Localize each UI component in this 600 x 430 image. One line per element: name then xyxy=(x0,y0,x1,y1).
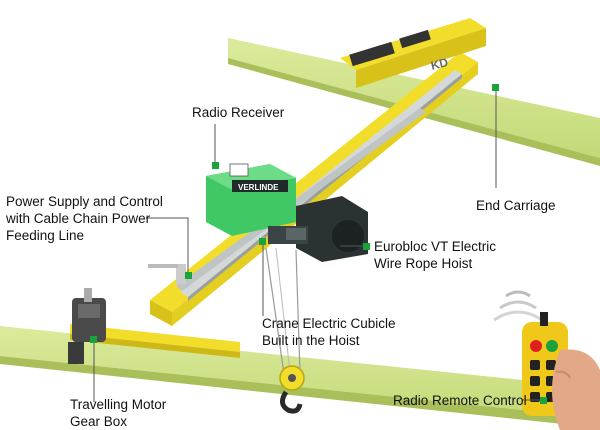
hook-block xyxy=(279,365,305,414)
marker-remote xyxy=(540,397,547,404)
cable-chain xyxy=(148,108,426,291)
label-cubicle: Crane Electric Cubicle Built in the Hois… xyxy=(262,316,396,348)
near-end-carriage xyxy=(68,288,240,364)
leader-power-supply xyxy=(146,217,189,276)
label-end-carriage: End Carriage xyxy=(476,198,556,213)
marker-cubicle xyxy=(259,238,266,245)
marker-radio-receiver xyxy=(212,162,219,169)
marker-hoist xyxy=(363,243,370,250)
radio-remote xyxy=(493,290,600,430)
label-remote: Radio Remote Control xyxy=(393,393,527,408)
label-radio-receiver: Radio Receiver xyxy=(192,105,285,120)
marker-travel-motor xyxy=(90,336,97,343)
label-power-supply: Power Supply and Control with Cable Chai… xyxy=(6,194,163,243)
far-end-carriage: KD xyxy=(340,18,486,88)
callout-lines xyxy=(93,88,542,402)
hoist-brand-logo: VERLINDE xyxy=(238,183,279,192)
marker-end-carriage xyxy=(492,84,499,91)
label-hoist: Eurobloc VT Electric Wire Rope Hoist xyxy=(374,239,497,271)
label-travel-motor: Travelling Motor Gear Box xyxy=(70,397,167,429)
hoist-trolley: VERLINDE xyxy=(206,163,368,375)
marker-power-supply xyxy=(185,272,192,279)
callout-markers xyxy=(90,84,547,404)
carriage-mark: KD xyxy=(429,55,450,73)
